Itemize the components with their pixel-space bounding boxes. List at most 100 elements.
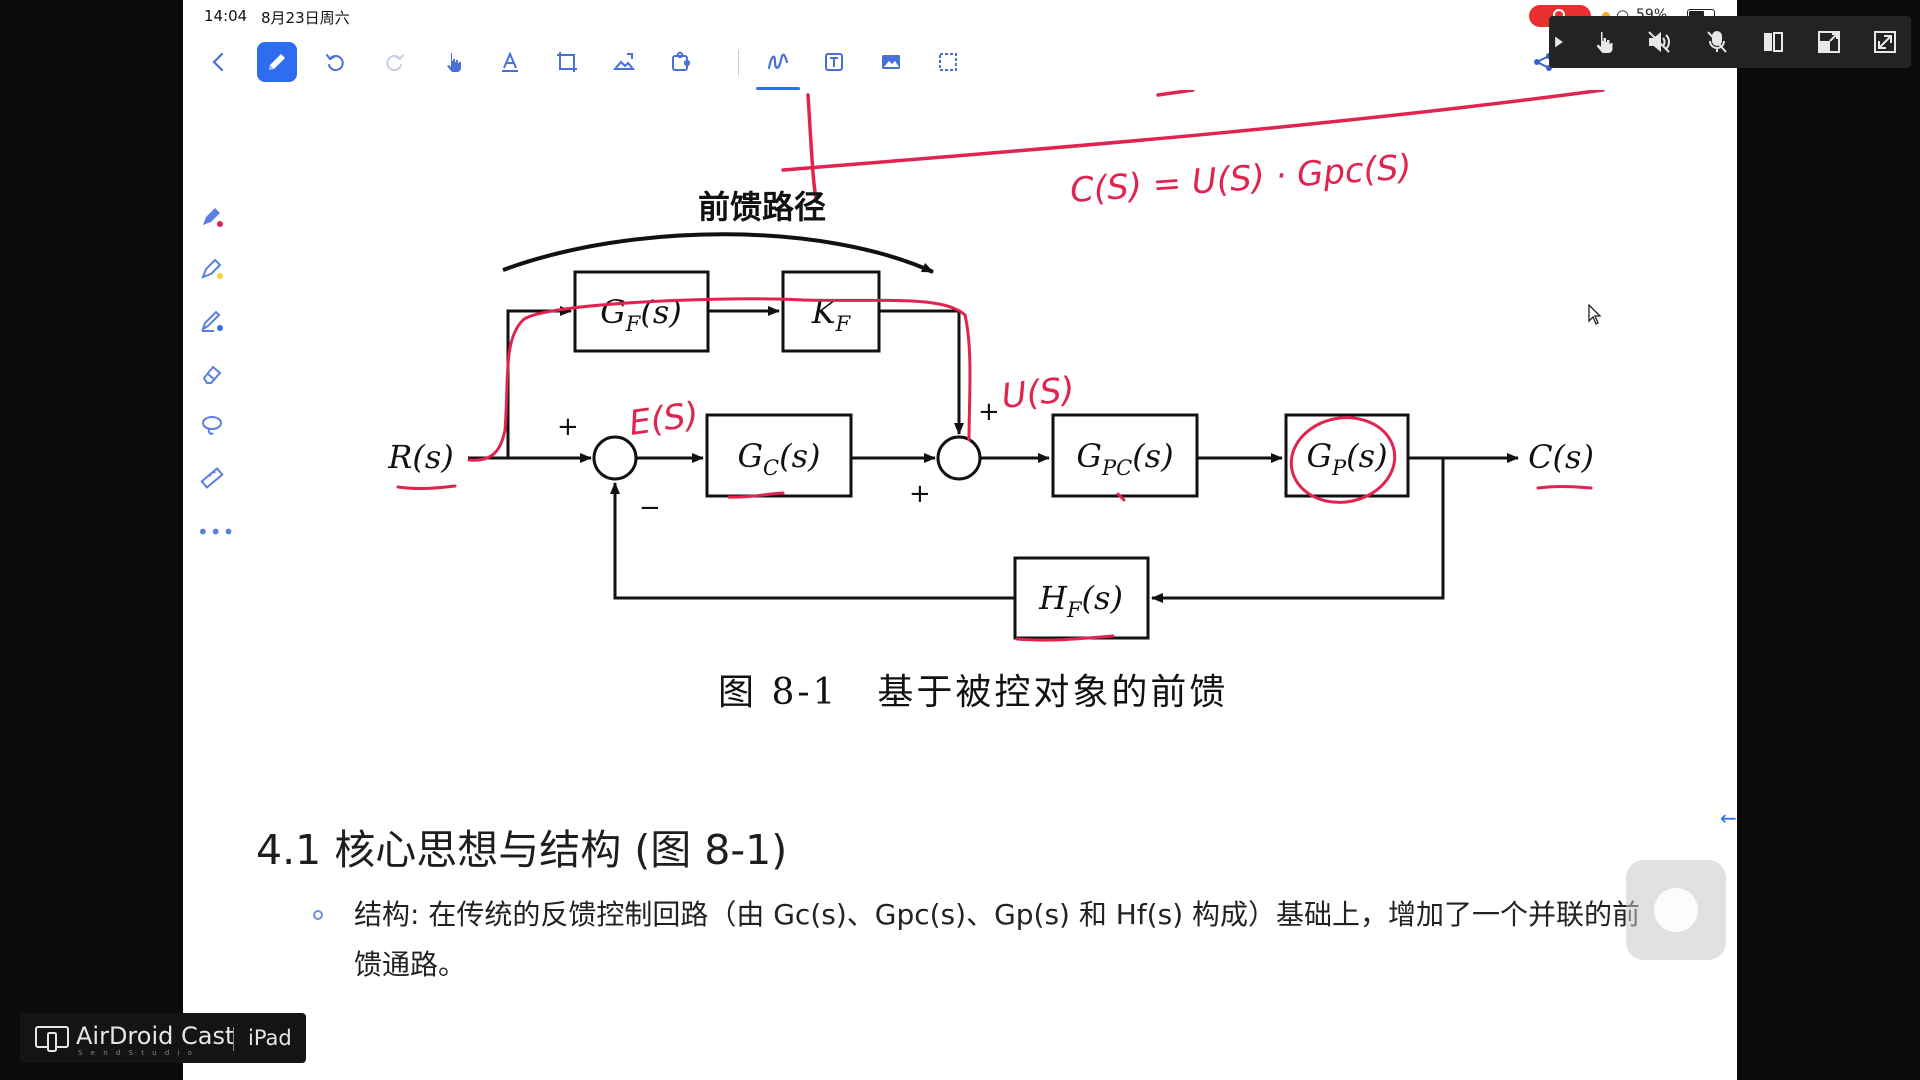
- dashed-box-icon: [939, 53, 957, 71]
- more-tools-button[interactable]: [928, 42, 968, 82]
- window-size-button[interactable]: [1811, 24, 1847, 60]
- pen-mode-button[interactable]: [257, 42, 297, 82]
- gp-label: GP(s): [1306, 437, 1387, 480]
- ink-underline-r: [396, 484, 457, 491]
- toolbar: [183, 38, 1737, 90]
- squiggle-icon: [767, 53, 789, 70]
- ink-mark-gpc: [1116, 492, 1126, 502]
- output-c-label: C(s): [1528, 438, 1594, 476]
- mouse-cursor-icon: [1588, 303, 1602, 330]
- text-style-button[interactable]: [490, 42, 530, 82]
- handwritten-es: E(S): [627, 395, 701, 444]
- bullet-text: 结构: 在传统的反馈控制回路（由 Gc(s)、Gpc(s)、Gp(s) 和 Hf…: [354, 898, 1641, 981]
- text-box-icon: [825, 53, 843, 71]
- chevron-left-icon: [212, 52, 224, 72]
- ink-vertical-stroke: [806, 93, 819, 204]
- note-canvas[interactable]: C(S) = U(S) · Gpc(S) 前馈路径: [183, 90, 1737, 1080]
- cast-screen-icon: [35, 1026, 69, 1052]
- handwritten-formula: C(S) = U(S) · Gpc(S): [1069, 147, 1413, 211]
- back-button[interactable]: [199, 42, 239, 82]
- resize-window-icon: [1818, 31, 1840, 53]
- figure-caption: 图 8-1 基于被控对象的前馈: [718, 672, 1228, 713]
- summing-junction-1: [592, 435, 638, 481]
- insert-image-button[interactable]: [871, 42, 911, 82]
- puzzle-icon: [672, 51, 691, 71]
- ruler-icon: [200, 467, 224, 489]
- stickers-button[interactable]: [661, 42, 701, 82]
- device-name: iPad: [248, 1026, 292, 1050]
- fullscreen-button[interactable]: [1867, 24, 1903, 60]
- badge-divider: [233, 1027, 234, 1051]
- expand-panel-arrow-icon[interactable]: ←: [1720, 806, 1737, 830]
- sound-mute-button[interactable]: [1641, 24, 1677, 60]
- gpc-label: GPC(s): [1076, 437, 1173, 480]
- eraser-icon: [202, 365, 222, 384]
- highlighter-tool[interactable]: [195, 251, 229, 285]
- mirroring-control-bar: [1549, 16, 1911, 68]
- block-diagram: C(S) = U(S) · Gpc(S) 前馈路径: [387, 90, 1605, 713]
- input-r-label: R(s): [387, 438, 453, 476]
- handwritten-strokes: [781, 90, 1605, 204]
- speaker-mute-icon: [1648, 31, 1670, 53]
- touch-control-button[interactable]: [1585, 24, 1621, 60]
- gpc-block: [1051, 413, 1199, 498]
- ipad-screen: 14:04 8月23日周六 ◠ 59%: [183, 0, 1737, 1080]
- sign-plus-3: +: [978, 397, 1000, 427]
- photo-pen-icon: [612, 53, 636, 70]
- active-tool-underline: [756, 87, 800, 90]
- pencil-icon: [269, 54, 285, 70]
- image-icon: [882, 55, 900, 69]
- status-bar: 14:04 8月23日周六 ◠ 59%: [183, 0, 1737, 32]
- redo-button[interactable]: [374, 42, 414, 82]
- ink-circle-gp: [1289, 416, 1397, 504]
- fountain-pen-tool[interactable]: [195, 199, 229, 233]
- undo-icon: [326, 54, 344, 72]
- sign-plus-1: +: [557, 412, 579, 442]
- hf-label: HF(s): [1038, 579, 1123, 622]
- fullscreen-icon: [1874, 31, 1896, 53]
- diagram-annotations: [396, 297, 1593, 642]
- collapse-bar-button[interactable]: [1549, 24, 1569, 60]
- portrait-layout-icon: [1764, 32, 1783, 52]
- mic-mute-button[interactable]: [1699, 24, 1735, 60]
- bullet-marker: [313, 910, 323, 920]
- airdroid-cast-badge: AirDroid Cast S e n d S t u d i o iPad: [20, 1013, 306, 1063]
- gc-label: GC(s): [737, 437, 820, 480]
- sign-minus-1: −: [639, 493, 661, 523]
- gc-block: [705, 413, 853, 498]
- image-edit-button[interactable]: [604, 42, 644, 82]
- handwriting-tool-button[interactable]: [758, 42, 798, 82]
- text-box-button[interactable]: [814, 42, 854, 82]
- ink-short-stroke: [1156, 90, 1195, 97]
- mic-off-icon: [1707, 31, 1727, 53]
- eraser-tool[interactable]: [195, 357, 229, 391]
- status-time: 14:04: [204, 7, 248, 25]
- assistive-touch-button[interactable]: [1626, 860, 1726, 960]
- ink-long-underline: [781, 90, 1605, 172]
- text-a-icon: [502, 51, 518, 72]
- ink-underline-hf: [1015, 634, 1115, 642]
- ink-underline-gc: [727, 491, 785, 499]
- hand-pointer-icon: [447, 53, 461, 72]
- shape-select-button[interactable]: [547, 42, 587, 82]
- play-triangle-icon: [1555, 36, 1563, 48]
- gp-block: [1284, 413, 1410, 498]
- fountain-pen-icon: [203, 208, 223, 227]
- ink-underline-c: [1536, 485, 1593, 490]
- redo-icon: [386, 54, 404, 72]
- hand-tool-button[interactable]: [433, 42, 473, 82]
- highlighter-icon: [201, 258, 223, 279]
- ballpoint-pen-icon: [201, 310, 223, 332]
- portrait-mode-button[interactable]: [1755, 24, 1791, 60]
- toolbar-separator: [738, 50, 739, 76]
- ballpoint-pen-tool[interactable]: [195, 303, 229, 337]
- app-subtitle: S e n d S t u d i o: [78, 1049, 195, 1057]
- ruler-tool[interactable]: [195, 461, 229, 495]
- ink-trace-feedforward: [467, 297, 972, 462]
- feedforward-label: 前馈路径: [698, 188, 826, 226]
- lasso-tool[interactable]: [195, 408, 229, 442]
- more-side-tools-icon[interactable]: •••: [197, 520, 236, 544]
- feedforward-arc: [502, 232, 934, 274]
- summing-junction-2: [936, 435, 982, 481]
- undo-button[interactable]: [316, 42, 356, 82]
